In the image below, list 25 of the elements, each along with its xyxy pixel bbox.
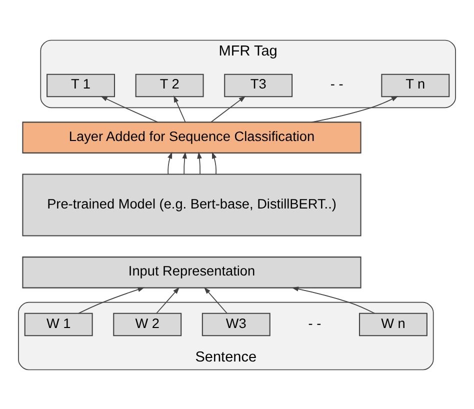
node-box: T n bbox=[381, 73, 450, 97]
arrow bbox=[311, 96, 398, 122]
node-box: T3 bbox=[224, 73, 293, 97]
arrow bbox=[292, 286, 376, 314]
arrow bbox=[212, 151, 217, 174]
node-box: W n bbox=[358, 312, 428, 336]
node-box: Pre-trained Model (e.g. Bert-base, DistillBERT..) bbox=[22, 173, 362, 236]
node-box: T 2 bbox=[135, 73, 204, 97]
arrow bbox=[168, 151, 172, 174]
arrow bbox=[78, 286, 145, 314]
arrow bbox=[197, 151, 202, 174]
node-box: W 1 bbox=[24, 312, 93, 336]
arrow bbox=[174, 95, 186, 122]
node-box: W3 bbox=[202, 312, 270, 336]
arrow bbox=[100, 96, 158, 122]
arrow bbox=[210, 95, 246, 122]
label: - - bbox=[330, 76, 344, 92]
arrow bbox=[204, 286, 228, 314]
node-box: T 1 bbox=[46, 73, 116, 97]
arrow bbox=[156, 286, 180, 314]
arrow bbox=[182, 151, 187, 174]
node-box: W 2 bbox=[113, 312, 182, 336]
label: - - bbox=[308, 315, 322, 330]
node-box: Layer Added for Sequence Classification bbox=[22, 121, 362, 153]
node-box: Input Representation bbox=[22, 256, 362, 288]
